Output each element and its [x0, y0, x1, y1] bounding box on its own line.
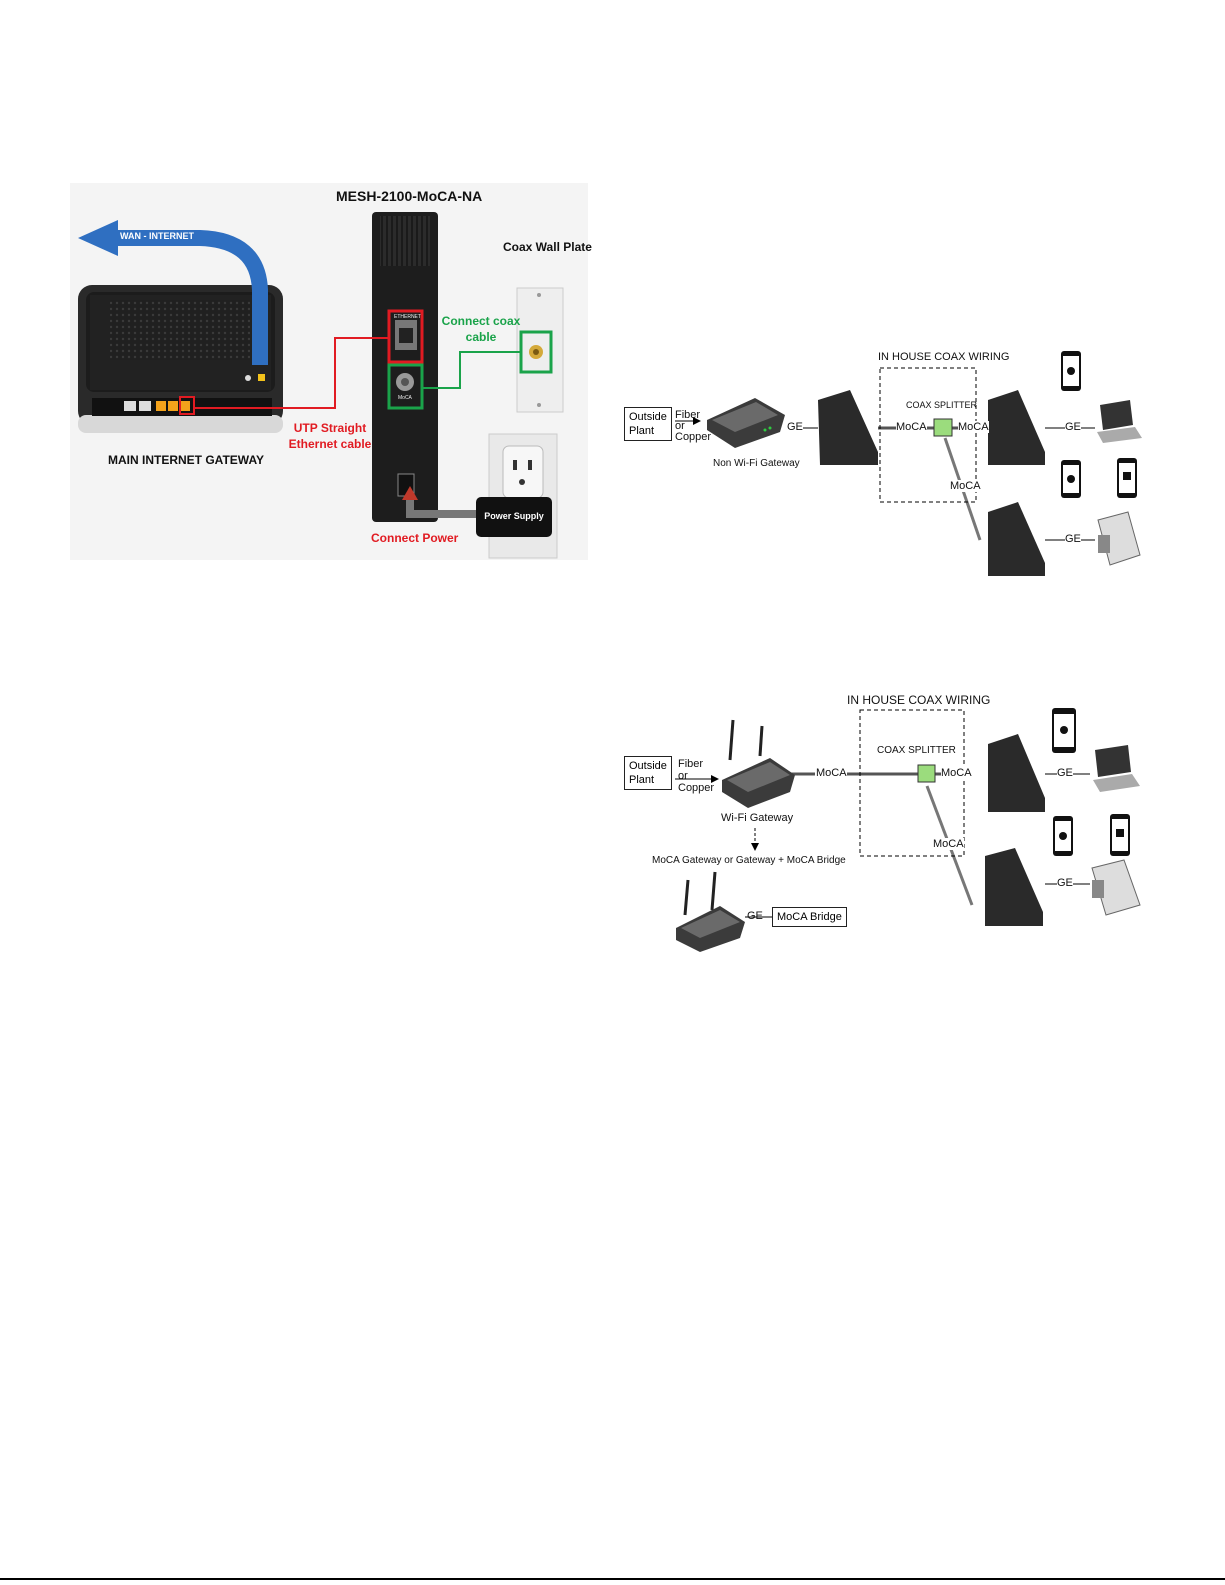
device-title: MESH-2100-MoCA-NA: [336, 188, 483, 204]
diagram1-splitter-label: COAX SPLITTER: [906, 400, 978, 410]
diagram1-in-house-box: [879, 367, 977, 503]
diagram2-phone-apple: [1052, 708, 1076, 753]
diagram1-moca-right: MoCA: [958, 421, 989, 433]
diagram2-bridge-gateway-icon: [676, 871, 745, 952]
coax-wall-plate: [516, 287, 564, 413]
gateway-label: MAIN INTERNET GATEWAY: [108, 453, 265, 467]
diagram2-bridge-box: MoCA Bridge: [772, 907, 847, 927]
diagram2-wifi-gateway-icon: [722, 719, 795, 808]
diagram2-ge1: GE: [1057, 767, 1073, 779]
diagram2-phone-android: [1053, 816, 1073, 856]
diagram1-ge2: GE: [1065, 421, 1081, 433]
diagram1-gateway-caption: Non Wi-Fi Gateway: [713, 458, 800, 469]
coax-plate-label: Coax Wall Plate: [503, 240, 592, 254]
connect-power-label: Connect Power: [371, 531, 459, 545]
wan-label: WAN - INTERNET: [120, 231, 194, 241]
page-footer-rule: [0, 1578, 1225, 1580]
diagram1-in-house: IN HOUSE COAX WIRING: [878, 351, 1010, 363]
main-gateway-device: [78, 285, 283, 433]
power-supply: [402, 486, 552, 537]
moca-port-label: MoCA: [398, 395, 412, 401]
diagram1-ge3: GE: [1065, 533, 1081, 545]
diagram2-ge2: GE: [1057, 877, 1073, 889]
diagram2-ip-tv: [1091, 859, 1141, 916]
diagram2-moca-down: MoCA: [933, 838, 964, 850]
ethernet-cable-line: [194, 337, 389, 409]
mesh-device: [372, 212, 438, 522]
diagram2-extender-bottom: [985, 848, 1043, 926]
diagram2-fiber-copper: Fiber or Copper: [678, 758, 715, 794]
diagram1-splitter-icon: [933, 418, 953, 437]
diagram1-ge1: GE: [787, 421, 803, 433]
diagram2-in-house-box: [859, 709, 965, 857]
wall-outlet: [488, 433, 558, 559]
diagram2-moca-left: MoCA: [816, 767, 847, 779]
diagram2-splitter-label: COAX SPLITTER: [877, 745, 956, 756]
diagram1-fiber-copper: Fiber or Copper: [675, 409, 712, 443]
diagram1-extender-right: [988, 390, 1045, 465]
diagram1-extender-main: [818, 390, 878, 465]
diagram1-extender-bottom: [988, 502, 1045, 576]
diagram2-laptop: [1093, 745, 1140, 792]
diagram2-phone-windows: [1110, 814, 1130, 856]
diagram1-ip-tv: [1097, 511, 1141, 566]
diagram2-splitter-icon: [917, 764, 936, 783]
diagram1-phone-apple: [1061, 351, 1081, 391]
wan-arrow: [78, 220, 268, 365]
diagram2-gateway-caption: Wi-Fi Gateway: [721, 812, 794, 824]
diagram1-gateway-icon: [707, 398, 785, 448]
connect-coax-label: Connect coax cable: [441, 314, 521, 344]
diagram1-phone-android: [1061, 460, 1081, 498]
diagram2-outside-plant: Outside Plant: [624, 756, 672, 790]
ethernet-cable-label: UTP Straight Ethernet cable: [288, 421, 372, 451]
diagram2-moca-right: MoCA: [941, 767, 972, 779]
ethernet-port-label: ETHERNET: [394, 314, 421, 320]
diagram2-extender-top: [988, 734, 1045, 812]
diagram1-laptop: [1097, 400, 1142, 443]
diagram2-ge-bridge: GE: [747, 910, 763, 922]
power-supply-label: Power Supply: [484, 511, 544, 521]
diagram1-phone-windows: [1117, 458, 1137, 498]
diagram2-in-house: IN HOUSE COAX WIRING: [847, 693, 991, 707]
diagram1-outside-plant: Outside Plant: [624, 407, 672, 441]
coax-cable-line: [422, 351, 521, 389]
diagram1-moca-left: MoCA: [896, 421, 927, 433]
diagram1-moca-down: MoCA: [950, 480, 981, 492]
diagram2-bridge-caption: MoCA Gateway or Gateway + MoCA Bridge: [652, 855, 846, 866]
